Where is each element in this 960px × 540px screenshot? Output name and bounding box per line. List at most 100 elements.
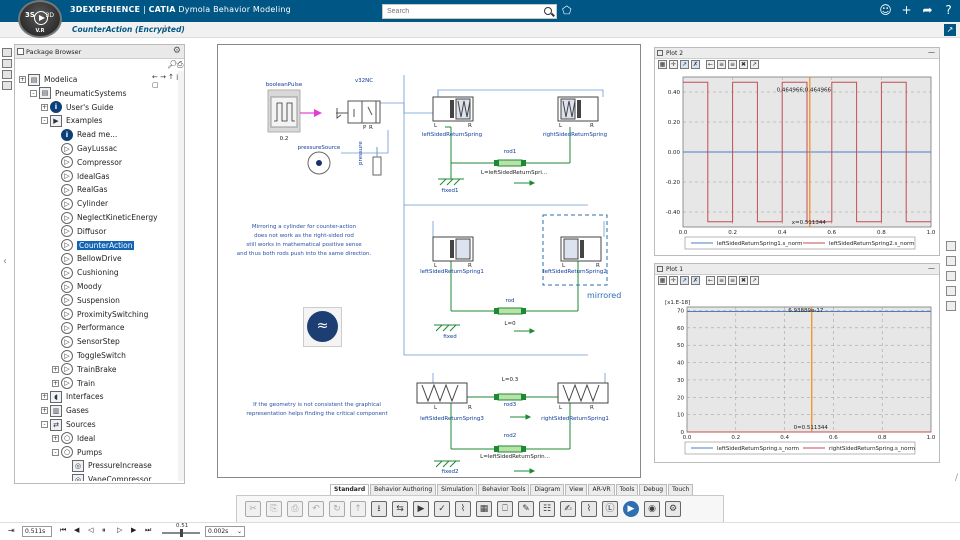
tree-item[interactable]: ▷Diffusor xyxy=(52,225,106,238)
cut-icon[interactable]: ✂ xyxy=(245,501,261,517)
split-v-icon[interactable]: ≡ xyxy=(728,60,737,69)
play-back-icon[interactable]: ◁ xyxy=(88,526,94,534)
documentation-icon[interactable] xyxy=(946,271,956,281)
tab-tools[interactable]: Tools xyxy=(615,484,639,495)
tab-counteraction[interactable]: CounterAction (Encrypted) xyxy=(72,25,185,34)
doc-icon[interactable]: ☷ xyxy=(539,501,555,517)
time-slider[interactable] xyxy=(162,529,200,537)
delete-plot-icon[interactable]: ✖ xyxy=(739,60,748,69)
tree-item[interactable]: ▷NeglectKineticEnergy xyxy=(52,211,158,224)
step-size-select[interactable]: 0.002s⌄ xyxy=(205,526,245,537)
split-h-icon[interactable]: ≡ xyxy=(717,60,726,69)
tree-item[interactable]: +▥Gases xyxy=(41,404,89,417)
log-toggle-icon[interactable] xyxy=(2,81,12,90)
refresh-icon[interactable]: ↻ xyxy=(329,501,345,517)
expand-icon[interactable]: + xyxy=(52,379,59,387)
compass-icon[interactable]: 3S 3D V.R xyxy=(18,0,62,38)
tree-item[interactable]: ▷Cushioning xyxy=(52,266,119,279)
collapse-left-icon[interactable]: ‹ xyxy=(3,256,7,267)
animate-icon[interactable]: ⌇ xyxy=(581,501,597,517)
resize-grip-icon[interactable]: ∕ xyxy=(954,473,958,483)
add-icon[interactable]: + xyxy=(901,3,912,17)
tree-item[interactable]: ▷CounterAction xyxy=(52,239,135,252)
tab-simulation[interactable]: Simulation xyxy=(437,484,478,495)
tree-item[interactable]: ◎PressureIncrease xyxy=(63,459,152,472)
back-icon[interactable]: ← xyxy=(706,60,715,69)
tree-item[interactable]: ▷Cylinder xyxy=(52,197,108,210)
play-icon[interactable]: ▶ xyxy=(623,501,639,517)
tree-item[interactable]: ▷Performance xyxy=(52,321,125,334)
split-h-icon[interactable]: ≡ xyxy=(717,276,726,285)
tree-item[interactable]: -⇄Sources xyxy=(41,418,96,431)
check-icon[interactable]: ✓ xyxy=(434,501,450,517)
step-forward-icon[interactable]: ▶ xyxy=(131,526,137,534)
expand-icon[interactable]: + xyxy=(19,76,26,83)
tag-icon[interactable]: ⬠ xyxy=(562,4,572,17)
export-icon[interactable]: ↗ xyxy=(750,276,759,285)
variable-icon[interactable]: ⎕ xyxy=(497,501,513,517)
simulate-icon[interactable]: ▶ xyxy=(413,501,429,517)
grid-icon[interactable]: ▦ xyxy=(658,60,667,69)
tree-item[interactable]: ▷ProximitySwitching xyxy=(52,308,148,321)
expand-icon[interactable]: + xyxy=(41,103,48,111)
erase-icon[interactable]: ✗ xyxy=(691,60,700,69)
search-icon[interactable] xyxy=(544,7,552,15)
tree-item[interactable]: +▷TrainBrake xyxy=(52,363,117,376)
grid-icon[interactable]: ▦ xyxy=(658,276,667,285)
split-v-icon[interactable]: ≡ xyxy=(728,276,737,285)
help-icon[interactable]: ? xyxy=(945,3,952,17)
forward-end-icon[interactable]: ⏭ xyxy=(145,526,152,534)
gear-icon[interactable]: ⚙ xyxy=(172,46,181,56)
pause-icon[interactable]: ⏸ xyxy=(102,526,106,534)
expand-icon[interactable]: + xyxy=(41,393,48,401)
tree-navigation-icons[interactable]: ← → ↑ ▣ ▢ xyxy=(152,73,183,89)
add-tab-button[interactable]: + xyxy=(161,23,170,34)
user-icon[interactable]: ☺ xyxy=(879,3,892,17)
zoom-icon[interactable]: ↗ xyxy=(680,60,689,69)
components-toggle-icon[interactable] xyxy=(2,59,12,68)
tree-item[interactable]: ▷IdealGas xyxy=(52,170,110,183)
tree-item[interactable]: ▷BellowDrive xyxy=(52,252,122,265)
tree-scrollbar[interactable] xyxy=(178,71,184,481)
tab-behavior-tools[interactable]: Behavior Tools xyxy=(478,484,530,495)
plot-1-minimize[interactable]: — xyxy=(928,264,935,272)
collapse-icon[interactable]: - xyxy=(41,421,48,428)
camera-icon[interactable]: ◉ xyxy=(644,501,660,517)
delete-plot-icon[interactable]: ✖ xyxy=(739,276,748,285)
expand-icon[interactable]: + xyxy=(52,434,59,442)
pan-icon[interactable]: ✛ xyxy=(669,276,678,285)
zoom-icon[interactable]: ↗ xyxy=(680,276,689,285)
search-icon[interactable]: 🔎︎ xyxy=(167,60,178,69)
expand-icon[interactable]: ↗ xyxy=(944,24,956,36)
rewind-start-icon[interactable]: ⏮ xyxy=(60,526,67,534)
tree-item[interactable]: ▷ToggleSwitch xyxy=(52,349,126,362)
translate-icon[interactable]: ⇆ xyxy=(392,501,408,517)
time-icon[interactable]: Ⓛ xyxy=(602,501,618,517)
play-forward-icon[interactable]: ▷ xyxy=(117,526,123,534)
print-icon[interactable]: ⎙ xyxy=(177,60,184,69)
copy-icon[interactable]: ⎘ xyxy=(266,501,282,517)
upload-icon[interactable]: ↑ xyxy=(350,501,366,517)
collapse-icon[interactable]: - xyxy=(52,448,59,456)
tree-item[interactable]: -○Pumps xyxy=(52,446,102,459)
commands-icon[interactable] xyxy=(946,286,956,296)
plot-icon[interactable]: ⌇ xyxy=(455,501,471,517)
go-to-time-icon[interactable]: ⇥ xyxy=(8,526,15,535)
back-icon[interactable]: ← xyxy=(706,276,715,285)
share-icon[interactable]: ➦ xyxy=(922,3,933,17)
diagram-toggle-icon[interactable] xyxy=(2,70,12,79)
expand-icon[interactable]: + xyxy=(41,407,48,415)
table-icon[interactable]: ▦ xyxy=(476,501,492,517)
script-icon[interactable]: ✎ xyxy=(518,501,534,517)
tree-item[interactable]: -▶Examples xyxy=(41,114,102,127)
settings-icon[interactable]: ⚙ xyxy=(665,501,681,517)
tab-debug[interactable]: Debug xyxy=(639,484,668,495)
tab-touch[interactable]: Touch xyxy=(668,484,694,495)
export-icon[interactable]: ↗ xyxy=(750,60,759,69)
pan-icon[interactable]: ✛ xyxy=(669,60,678,69)
slider-handle[interactable] xyxy=(179,529,183,537)
properties-icon[interactable] xyxy=(946,241,956,251)
search-input[interactable] xyxy=(383,5,533,18)
